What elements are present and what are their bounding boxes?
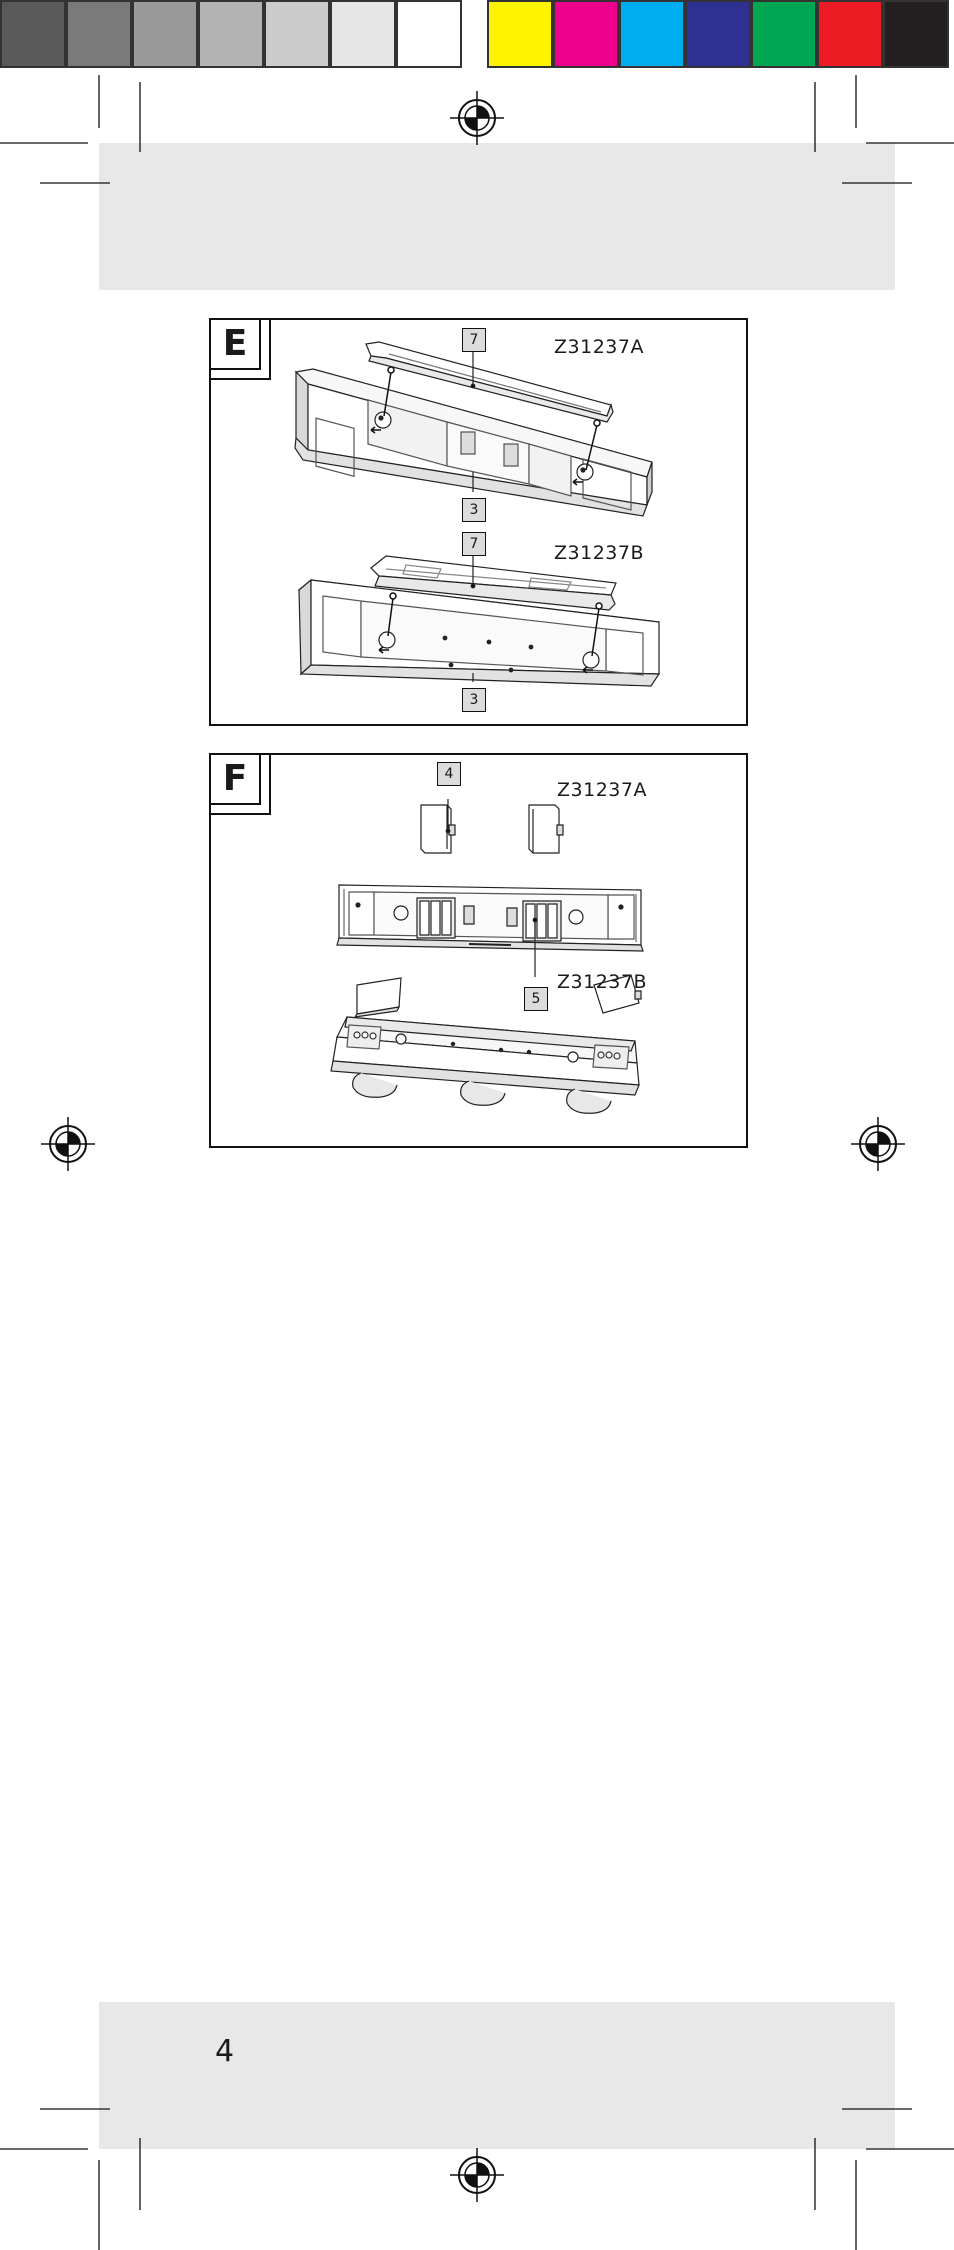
process-color-swatches xyxy=(488,1,948,67)
gray-swatch xyxy=(1,1,65,67)
color-swatch xyxy=(884,1,948,67)
gray-swatch xyxy=(133,1,197,67)
figure-f: F xyxy=(209,753,748,1148)
color-calibration-bar xyxy=(0,0,954,70)
registration-mark xyxy=(450,91,504,145)
color-swatch xyxy=(554,1,618,67)
registration-mark xyxy=(851,1117,905,1171)
grayscale-swatches xyxy=(1,1,461,67)
model-label: Z31237B xyxy=(554,542,644,564)
battery-insertion-drawing xyxy=(211,755,746,1146)
battery-cover-a xyxy=(421,805,563,853)
gray-swatch xyxy=(199,1,263,67)
light-housing-b xyxy=(331,1017,639,1113)
mounting-plate-drawing xyxy=(211,320,746,724)
light-housing-a xyxy=(295,369,652,516)
footer-band xyxy=(99,2002,895,2149)
callout-number: 3 xyxy=(462,688,486,712)
color-swatch xyxy=(752,1,816,67)
gray-swatch xyxy=(67,1,131,67)
registration-mark xyxy=(41,1117,95,1171)
gray-swatch xyxy=(397,1,461,67)
model-label: Z31237A xyxy=(554,336,644,358)
color-swatch xyxy=(488,1,552,67)
figure-e: E xyxy=(209,318,748,726)
light-housing-a xyxy=(337,885,643,951)
callout-number: 7 xyxy=(462,328,486,352)
callout-number: 7 xyxy=(462,532,486,556)
gray-swatch xyxy=(265,1,329,67)
callout-number: 4 xyxy=(437,762,461,786)
model-label: Z31237B xyxy=(557,971,647,993)
callout-number: 5 xyxy=(524,987,548,1011)
gray-swatch xyxy=(331,1,395,67)
registration-mark xyxy=(450,2148,504,2202)
model-label: Z31237A xyxy=(557,779,647,801)
color-swatch xyxy=(686,1,750,67)
color-swatch xyxy=(818,1,882,67)
header-band xyxy=(99,143,895,290)
page-number: 4 xyxy=(215,2034,234,2069)
callout-number: 3 xyxy=(462,498,486,522)
color-swatch xyxy=(620,1,684,67)
